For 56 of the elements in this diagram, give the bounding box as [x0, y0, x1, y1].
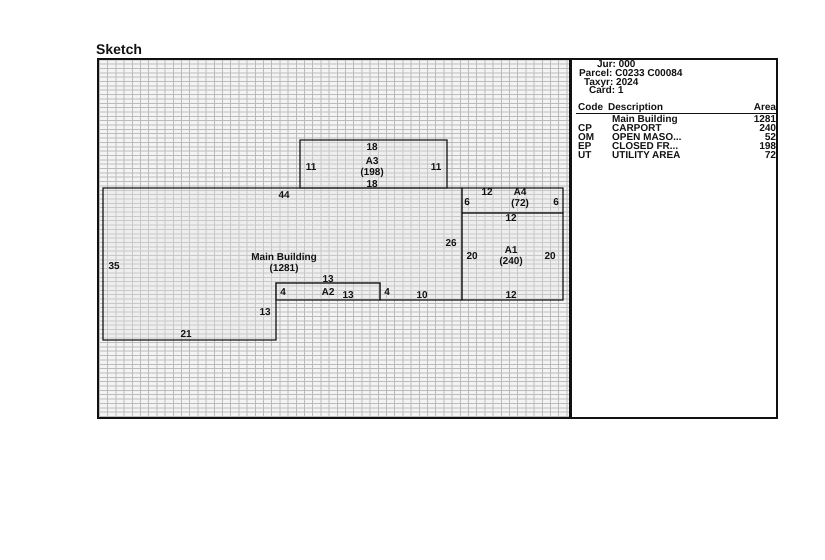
table-cell: CP: [578, 122, 592, 134]
dimension-label: 6: [553, 196, 559, 208]
dimension-label: 13: [342, 290, 354, 300]
table-cell: 72: [764, 150, 776, 160]
column-header: Area: [754, 102, 776, 112]
dimension-label: 18: [366, 142, 378, 152]
dimension-label: 18: [366, 178, 378, 190]
table-cell: 240: [759, 122, 776, 134]
area-size: (1281): [270, 263, 298, 274]
addition-area: [462, 188, 563, 213]
dimension-label: 44: [278, 190, 290, 200]
area-size: (72): [511, 198, 529, 209]
dimension-label: 12: [505, 212, 517, 224]
dimension-label: 20: [544, 250, 556, 262]
dimension-label: 4: [384, 286, 390, 298]
table-cell: UT: [578, 150, 592, 160]
area-name: A4: [514, 187, 526, 198]
dimension-label: 4: [280, 286, 286, 298]
area-name: Main Building: [251, 252, 317, 263]
parcel-info: Card: 1: [589, 84, 624, 96]
column-header: Description: [608, 102, 664, 112]
area-size: (240): [499, 256, 523, 267]
table-cell: 198: [759, 140, 776, 152]
parcel-info: Taxyr: 2024: [584, 76, 638, 88]
dimension-label: 13: [259, 306, 271, 318]
table-cell: CLOSED FR...: [612, 140, 678, 152]
table-cell: Main Building: [612, 114, 678, 124]
table-cell: EP: [578, 140, 592, 152]
area-size: (198): [360, 167, 384, 178]
dimension-label: 35: [108, 260, 120, 272]
dimension-label: 26: [445, 238, 457, 248]
table-cell: CARPORT: [612, 122, 662, 134]
parcel-info: Jur: 000: [597, 58, 636, 70]
table-cell: 52: [764, 132, 776, 142]
area-name: A3: [366, 156, 378, 167]
addition-area: [276, 283, 380, 300]
dimension-label: 13: [322, 274, 334, 284]
dimension-label: 21: [180, 328, 192, 340]
dimension-label: 12: [505, 290, 517, 300]
dimension-label: 11: [306, 162, 316, 172]
table-cell: OPEN MASO...: [612, 132, 682, 142]
table-cell: 1281: [754, 114, 776, 124]
dimension-label: 11: [430, 162, 442, 172]
area-name: A1: [504, 245, 518, 256]
area-name: A2: [322, 286, 334, 298]
addition-area: [300, 140, 447, 188]
column-header: Code: [578, 102, 603, 112]
dimension-label: 10: [416, 290, 428, 300]
sketch-title: Sketch: [96, 42, 142, 57]
building-area: [103, 188, 462, 340]
table-cell: UTILITY AREA: [612, 150, 680, 160]
addition-area: [462, 213, 563, 300]
dimension-label: 6: [464, 196, 470, 208]
dimension-label: 20: [466, 250, 478, 262]
table-cell: OM: [578, 132, 594, 142]
parcel-info: Parcel: C0233 C00084: [579, 68, 682, 78]
